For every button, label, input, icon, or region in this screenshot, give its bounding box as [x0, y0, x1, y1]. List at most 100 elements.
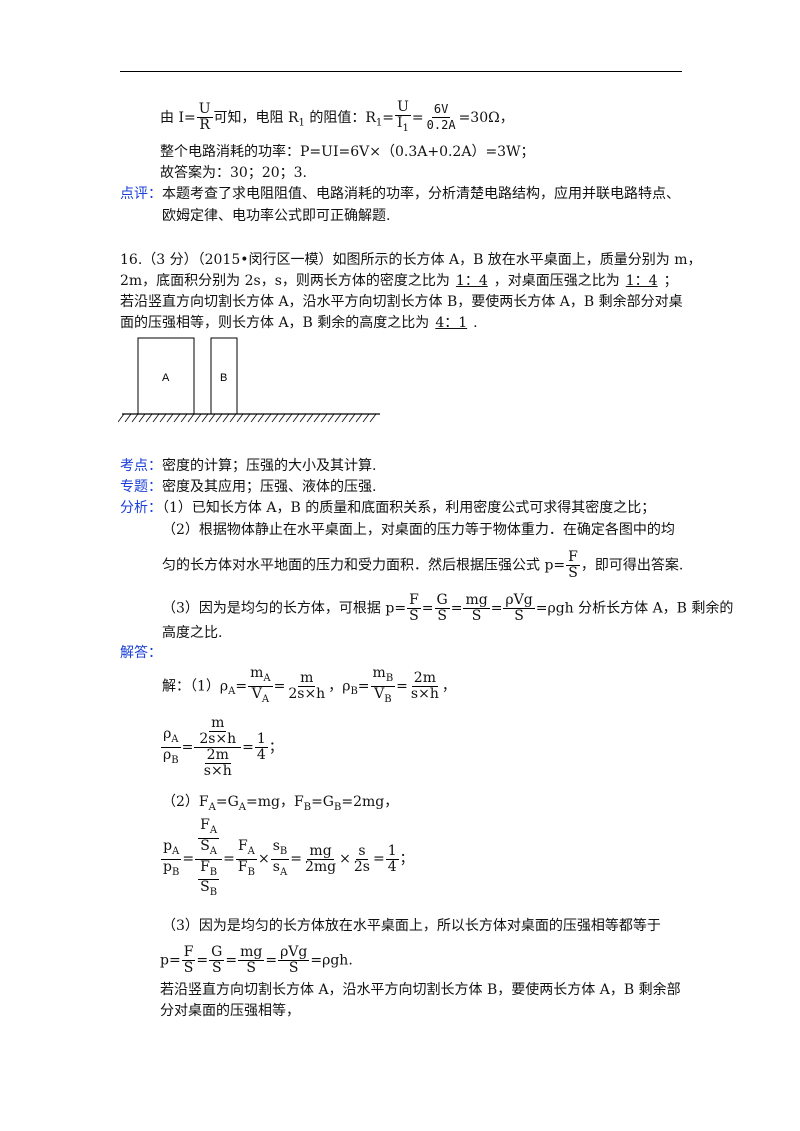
subscript: B [333, 801, 342, 813]
blocks-figure: A B [118, 337, 380, 423]
text: ρ [163, 747, 172, 763]
hatch-line [306, 413, 314, 423]
text: =2mg， [341, 794, 399, 810]
text: ，即可得出答案. [580, 557, 684, 574]
hatch-line [271, 413, 279, 423]
table-hatching [118, 413, 377, 423]
numerator: F [181, 944, 196, 961]
text: S [200, 837, 210, 854]
text: 解：（1）ρ [162, 678, 229, 695]
subscript: A [263, 672, 271, 684]
text: F [200, 817, 210, 833]
denominator: R [199, 117, 210, 134]
denominator: S [471, 608, 482, 624]
subscript: A [209, 824, 218, 836]
numerator: ρVg [503, 592, 535, 609]
numerator: sB [270, 838, 290, 860]
fenxi-line-2: （2）根据物体静止在水平桌面上，对桌面的压力等于物体重力．在确定各图中的均 [162, 522, 675, 538]
denominator: FB [236, 858, 257, 880]
fenxi-line-5: 高度之比. [162, 625, 223, 641]
subscript: B [385, 672, 394, 684]
subscript: A [228, 686, 236, 698]
subscript: A [171, 734, 179, 745]
kaodian-text: 密度的计算；压强的大小及其计算. [162, 458, 377, 474]
denominator: S [514, 608, 524, 624]
text: 由 I= [160, 109, 196, 126]
hatch-line [208, 413, 216, 423]
denominator: S [437, 608, 447, 624]
denominator: S [183, 960, 194, 976]
numerator: FB [198, 858, 220, 881]
subscript: B [171, 754, 179, 766]
solution-line-2: （2）FA=GA=mg，FB=GB=2mg， [162, 793, 398, 817]
denominator: pB [161, 859, 181, 880]
text: 面的压强相等，则长方体 A，B 剩余的高度之比为 [120, 315, 430, 331]
hatch-line [152, 413, 160, 423]
text: F [237, 858, 248, 875]
subscript: B [279, 845, 288, 857]
subscript: 1 [375, 117, 383, 129]
denominator: 4 [256, 747, 266, 763]
hatch-line [299, 413, 307, 423]
text: （2）F [162, 794, 209, 810]
block-b [210, 337, 238, 415]
text: F [200, 858, 210, 875]
hatch-line [264, 413, 272, 423]
text: p [163, 837, 173, 854]
fenxi-text: （1）已知长方体 A，B 的质量和底面积关系，利用密度公式可求得其密度之比； [162, 500, 656, 516]
kaodian-line: 考点：密度的计算；压强的大小及其计算. [120, 457, 376, 475]
text: = [382, 109, 395, 126]
comment-text: 本题考查了求电阻阻值、电路消耗的功率，分析清楚电路结构，应用并联电路特点、 [162, 186, 680, 202]
numerator: ρA [161, 726, 181, 748]
denominator: SA [198, 837, 219, 859]
text: V [374, 685, 385, 702]
subscript: B [209, 866, 218, 878]
subscript: A [261, 693, 270, 705]
numerator: m [209, 715, 227, 732]
numerator: FA [198, 817, 220, 839]
text: ρ [163, 726, 172, 743]
hatch-line [124, 413, 132, 423]
hatch-line [131, 413, 139, 423]
numerator: mg [307, 842, 334, 860]
text: ， [441, 678, 456, 695]
numerator: m [298, 669, 316, 687]
header-rule [120, 71, 682, 72]
denominator: s×h [203, 763, 232, 779]
numerator: 2m [411, 669, 438, 687]
text: （3）因为是均匀的长方体，可根据 p= [162, 600, 407, 617]
hatch-line [243, 413, 251, 423]
numerator: U [196, 101, 213, 119]
answer-blank-1: 1：4 [455, 273, 488, 289]
text: = [411, 109, 424, 126]
subscript: B [209, 887, 218, 899]
fenxi-line-1: 分析：（1）已知长方体 A，B 的质量和底面积关系，利用密度公式可求得其密度之比… [120, 499, 655, 517]
solution-line-5: 若沿竖直方向切割长方体 A，沿水平方向切割长方体 B，要使两长方体 A，B 剩余… [160, 982, 681, 998]
denominator: 0.2A [426, 118, 456, 133]
text: =G [215, 794, 239, 810]
subscript: B [171, 866, 180, 878]
hatch-line [229, 413, 237, 423]
hatch-line [355, 413, 363, 423]
text: I [397, 115, 403, 131]
hatch-line [313, 413, 321, 423]
hatch-line [215, 413, 223, 423]
